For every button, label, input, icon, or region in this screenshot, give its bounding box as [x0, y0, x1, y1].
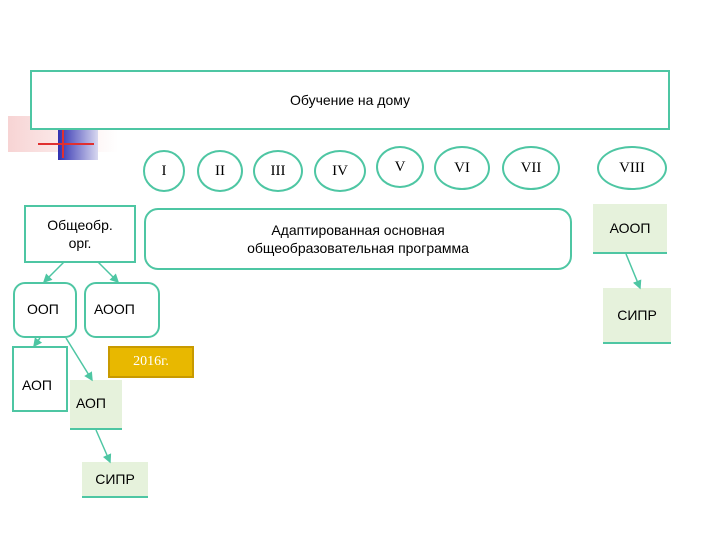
- general-org-line-2: орг.: [68, 235, 92, 251]
- general-org-box: Общеобр. орг.: [24, 205, 136, 263]
- type-oval-8: VIII: [597, 146, 667, 190]
- type-label: VIII: [619, 159, 645, 176]
- type-label: IV: [332, 162, 348, 179]
- type-oval-4: IV: [314, 150, 366, 192]
- program-line-2: общеобразовательная программа: [247, 240, 469, 256]
- oop-label: ООП: [27, 301, 59, 317]
- aoop-right-label: АООП: [609, 220, 651, 236]
- type-label: V: [394, 158, 406, 175]
- aoop-left-label: АООП: [94, 301, 135, 317]
- page-title: Обучение на дому: [289, 92, 411, 108]
- home-education-title-box: Обучение на дому: [30, 70, 670, 130]
- type-oval-3: III: [253, 150, 303, 192]
- type-oval-7: VII: [502, 146, 560, 190]
- type-label: II: [215, 162, 225, 179]
- aoop-left-box: АООП: [84, 282, 160, 338]
- type-label: VII: [520, 159, 542, 176]
- general-org-line-1: Общеобр.: [47, 217, 113, 233]
- type-label: III: [270, 162, 286, 179]
- aoop-right-box: АООП: [593, 204, 667, 254]
- adapted-program-box: Адаптированная основная общеобразователь…: [144, 208, 572, 270]
- aop-right-box: АОП: [70, 380, 122, 430]
- aop-left-label: АОП: [22, 377, 52, 393]
- arrow-org-to-aoop: [97, 261, 120, 284]
- aop-left-box: АОП: [12, 346, 68, 412]
- decorative-red-line-vertical: [62, 128, 64, 158]
- sipr-left-label: СИПР: [95, 471, 135, 487]
- type-oval-5: V: [376, 146, 424, 188]
- arrow-oop-to-aop-left: [33, 337, 43, 348]
- oop-box: ООП: [13, 282, 77, 338]
- arrow-oop-to-aop-right: [65, 337, 93, 382]
- type-label: I: [161, 162, 167, 179]
- arrow-aop-to-sipr: [95, 429, 112, 464]
- program-line-1: Адаптированная основная: [271, 222, 445, 238]
- arrow-org-to-oop: [42, 261, 65, 284]
- sipr-right-box: СИПР: [603, 288, 671, 344]
- type-oval-6: VI: [434, 146, 490, 190]
- type-oval-1: I: [143, 150, 185, 192]
- year-2016-badge: 2016г.: [108, 346, 194, 378]
- year-label: 2016г.: [133, 354, 169, 369]
- decorative-red-line-horizontal: [38, 143, 94, 145]
- sipr-left-box: СИПР: [82, 462, 148, 498]
- sipr-right-label: СИПР: [617, 307, 657, 323]
- arrow-aoop-to-sipr-right: [625, 253, 642, 290]
- type-oval-2: II: [197, 150, 243, 192]
- type-label: VI: [454, 159, 470, 176]
- aop-right-label: АОП: [76, 395, 106, 411]
